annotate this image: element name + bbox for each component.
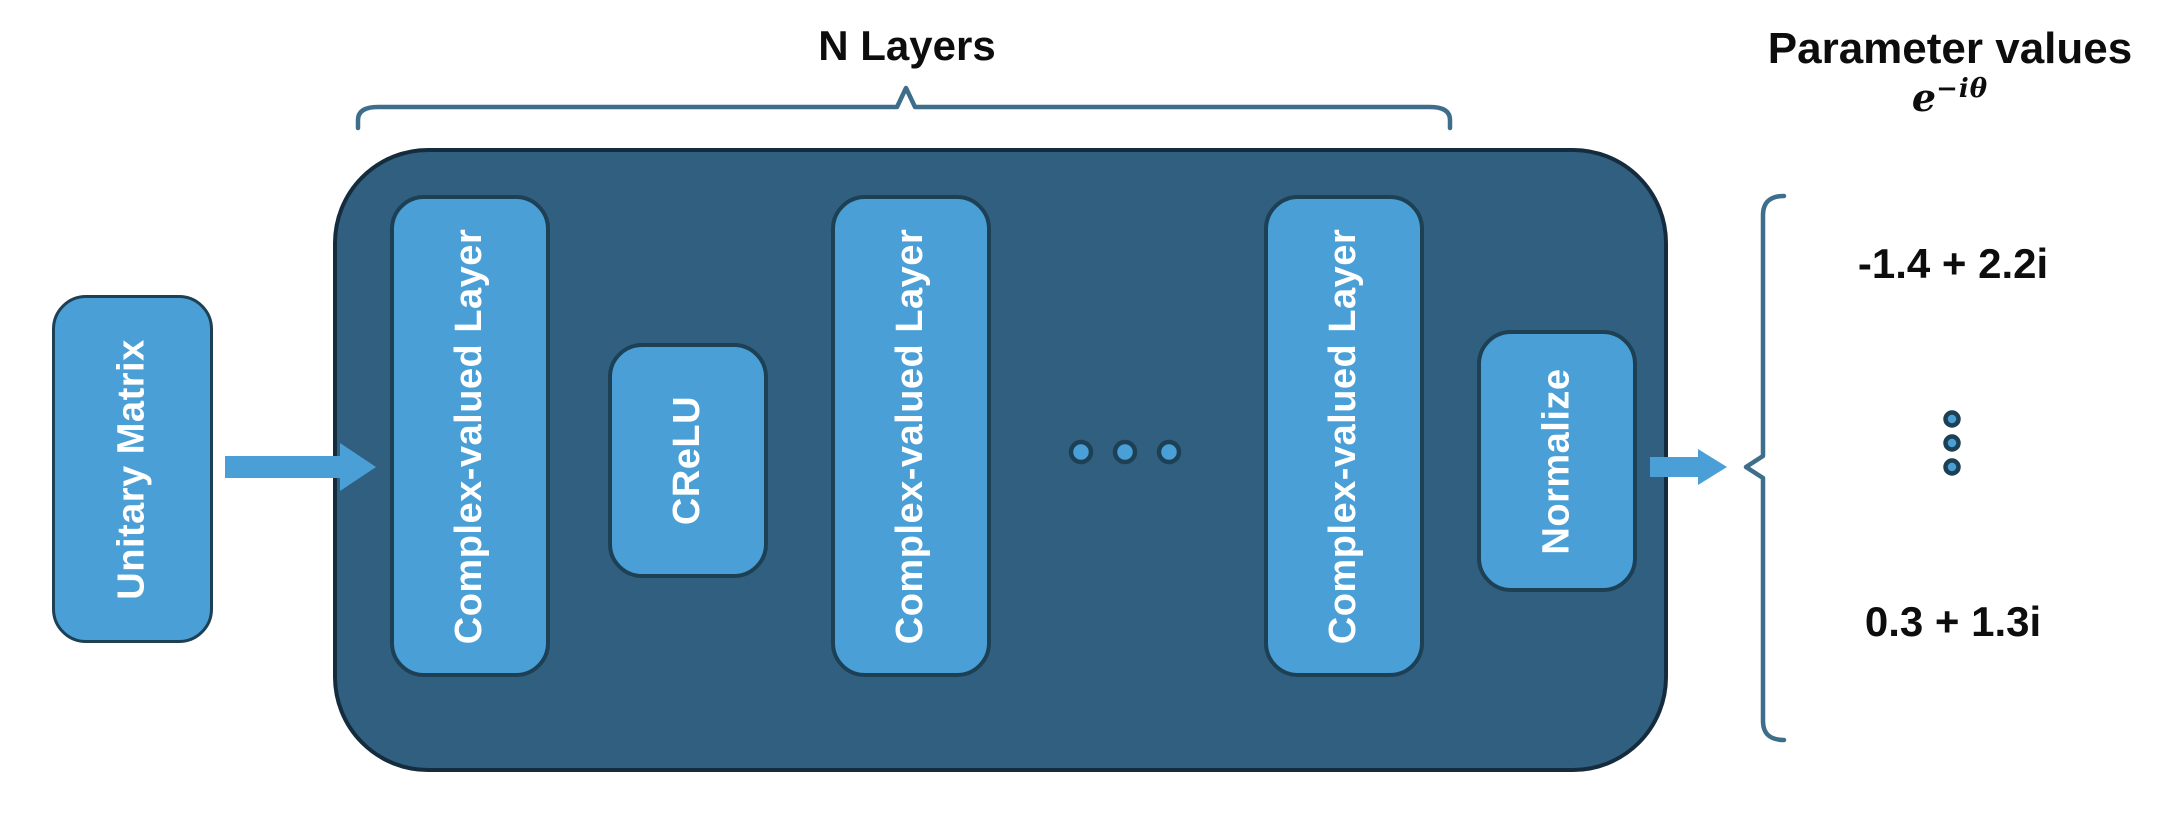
normalize-box: Normalize xyxy=(1477,330,1637,592)
unitary-matrix-box: Unitary Matrix xyxy=(52,295,213,643)
parameter-values-title: Parameter values xyxy=(1767,24,2133,73)
output-value-1: -1.4 + 2.2i xyxy=(1857,240,2049,287)
complex-valued-layer-box-1: Complex-valued Layer xyxy=(390,195,550,677)
n-layers-title: N Layers xyxy=(818,22,996,69)
output-ellipsis-icon xyxy=(1943,410,1961,476)
formula-exponent: −iθ xyxy=(1936,74,1989,104)
complex-valued-layer-label-1: Complex-valued Layer xyxy=(448,228,491,644)
complex-valued-layer-box-3: Complex-valued Layer xyxy=(1264,195,1424,677)
complex-valued-layer-box-2: Complex-valued Layer xyxy=(831,195,991,677)
n-layers-panel xyxy=(333,148,1668,772)
crelu-box: CReLU xyxy=(608,343,768,578)
top-brace xyxy=(355,85,1453,131)
complex-valued-layer-label-3: Complex-valued Layer xyxy=(1322,228,1365,644)
parameter-formula: e−iθ xyxy=(1730,76,2170,117)
normalize-label: Normalize xyxy=(1535,367,1578,555)
ellipsis-dot xyxy=(1943,458,1961,476)
output-value-2: 0.3 + 1.3i xyxy=(1864,598,2042,645)
formula-base: e xyxy=(1911,75,1937,120)
ellipsis-dot xyxy=(1943,410,1961,428)
ellipsis-dot xyxy=(1943,434,1961,452)
crelu-label: CReLU xyxy=(666,395,709,526)
complex-valued-layer-label-2: Complex-valued Layer xyxy=(889,228,932,644)
unitary-matrix-label: Unitary Matrix xyxy=(111,338,153,600)
